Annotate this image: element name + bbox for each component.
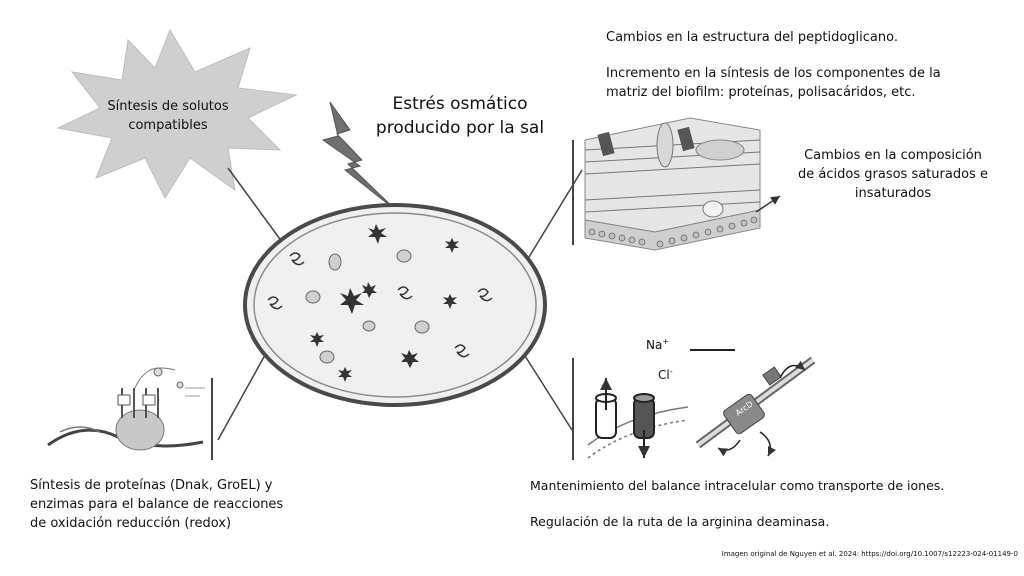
bottom-right-line1: Mantenimiento del balance intracelular c… (530, 478, 945, 493)
bottom-left-line1: Síntesis de proteínas (Dnak, GroEL) y (30, 478, 273, 493)
sodium-charge: + (662, 337, 670, 346)
title-line1: Estrés osmático (392, 94, 528, 114)
starburst-shape (56, 28, 298, 200)
membrane-note-line2: de ácidos grasos saturados e (798, 167, 988, 182)
bottom-right-text: Mantenimiento del balance intracelular c… (530, 476, 1010, 531)
top-right-text: Cambios en la estructura del peptidoglic… (606, 28, 1006, 102)
connector-starburst (227, 167, 286, 247)
chloride-charge: - (669, 367, 673, 376)
cell-outer (243, 203, 547, 407)
cell-ovals (305, 249, 430, 364)
chloride-symbol: Cl (658, 368, 670, 382)
starburst-label: Síntesis de solutos compatibles (88, 97, 248, 135)
connector-bottom-right (519, 347, 573, 431)
diagram-title: Estrés osmático producido por la sal (360, 92, 560, 140)
connector-bottom-left (217, 354, 266, 441)
top-right-line1: Cambios en la estructura del peptidoglic… (606, 30, 898, 45)
bottom-left-line3: de oxidación reducción (redox) (30, 516, 232, 531)
membrane-illustration (584, 117, 761, 251)
membrane-note-line3: insaturados (854, 186, 932, 201)
cell-squiggles (267, 252, 493, 358)
cell-stars (310, 224, 459, 382)
ion-transport-illustration (587, 349, 816, 459)
cell-inner (253, 212, 537, 398)
top-right-line2: Incremento en la síntesis de los compone… (606, 66, 941, 81)
starburst-label-line2: compatibles (128, 118, 208, 133)
membrane-note: Cambios en la composición de ácidos gras… (778, 146, 1008, 203)
bottom-left-line2: enzimas para el balance de reacciones (30, 497, 284, 512)
membrane-note-line1: Cambios en la composición (804, 148, 982, 163)
ion-sodium: Na+ (646, 332, 669, 355)
image-credit: Imagen original de Nguyen et al. 2024: h… (721, 550, 1018, 558)
protein-illustration (47, 367, 205, 451)
bottom-right-line2: Regulación de la ruta de la arginina dea… (530, 514, 830, 529)
ion-chloride: Cl- (658, 362, 673, 385)
top-right-line3: matriz del biofilm: proteínas, polisacár… (606, 85, 916, 100)
title-line2: producido por la sal (375, 118, 545, 138)
sodium-symbol: Na (646, 338, 663, 352)
starburst-label-line1: Síntesis de solutos (107, 99, 229, 114)
membrane-arrow (755, 195, 781, 213)
bottom-left-text: Síntesis de proteínas (Dnak, GroEL) y en… (30, 476, 330, 533)
